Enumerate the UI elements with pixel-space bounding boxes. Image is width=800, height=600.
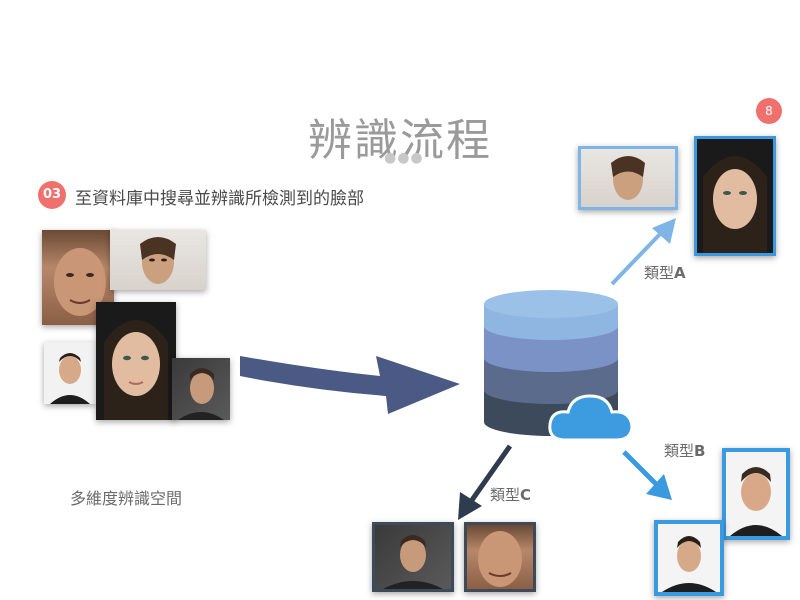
page-number-badge: 8 xyxy=(756,98,782,124)
face-sketch xyxy=(140,237,176,284)
face-photo-man-beard xyxy=(172,358,230,420)
type-prefix: 類型 xyxy=(644,264,675,282)
title-dots-decoration: ●●● xyxy=(384,150,424,166)
face-sketch xyxy=(50,353,90,404)
type-letter: B xyxy=(694,442,706,460)
face-sketch xyxy=(703,156,767,253)
type-c-photo-man-elderly xyxy=(464,522,536,592)
main-arrow xyxy=(240,356,460,414)
arrow-to-type-a xyxy=(610,230,664,286)
type-prefix: 類型 xyxy=(490,486,521,504)
type-a-photo-woman-hand xyxy=(578,146,678,210)
face-photo-man-elderly xyxy=(42,230,114,325)
slide-title: 辨識流程 xyxy=(308,115,492,166)
step-number-badge: 03 xyxy=(38,181,66,209)
space-label: 多維度辨識空間 xyxy=(70,489,183,508)
face-sketch xyxy=(611,156,645,200)
type-a-photo-woman-portrait xyxy=(694,136,776,256)
cloud-icon xyxy=(548,394,634,442)
type-b-label: 類型B xyxy=(664,440,705,461)
type-b-photo-man-1 xyxy=(722,448,790,540)
arrow-to-type-b xyxy=(622,450,660,488)
face-sketch xyxy=(662,536,716,592)
type-b-photo-man-2 xyxy=(654,520,724,596)
type-c-label: 類型C xyxy=(490,484,531,505)
face-photo-woman-hand xyxy=(110,230,206,290)
face-sketch xyxy=(383,535,443,589)
arrow-to-type-c xyxy=(469,444,513,502)
face-photo-woman-center xyxy=(96,302,176,420)
arrowhead-a xyxy=(652,218,676,244)
face-sketch xyxy=(478,531,522,587)
face-sketch xyxy=(178,368,224,420)
type-letter: C xyxy=(520,486,532,504)
arrowhead-b xyxy=(646,474,672,500)
type-a-label: 類型A xyxy=(644,262,686,283)
face-sketch xyxy=(104,320,168,420)
face-sketch xyxy=(730,467,782,536)
type-c-photo-man-beard xyxy=(372,522,454,592)
step-description: 至資料庫中搜尋並辨識所檢測到的臉部 xyxy=(75,189,364,209)
type-prefix: 類型 xyxy=(664,442,695,460)
type-letter: A xyxy=(674,264,686,282)
arrowhead-c xyxy=(458,492,482,520)
face-photo-man-suit xyxy=(44,342,96,404)
face-sketch xyxy=(54,248,106,316)
